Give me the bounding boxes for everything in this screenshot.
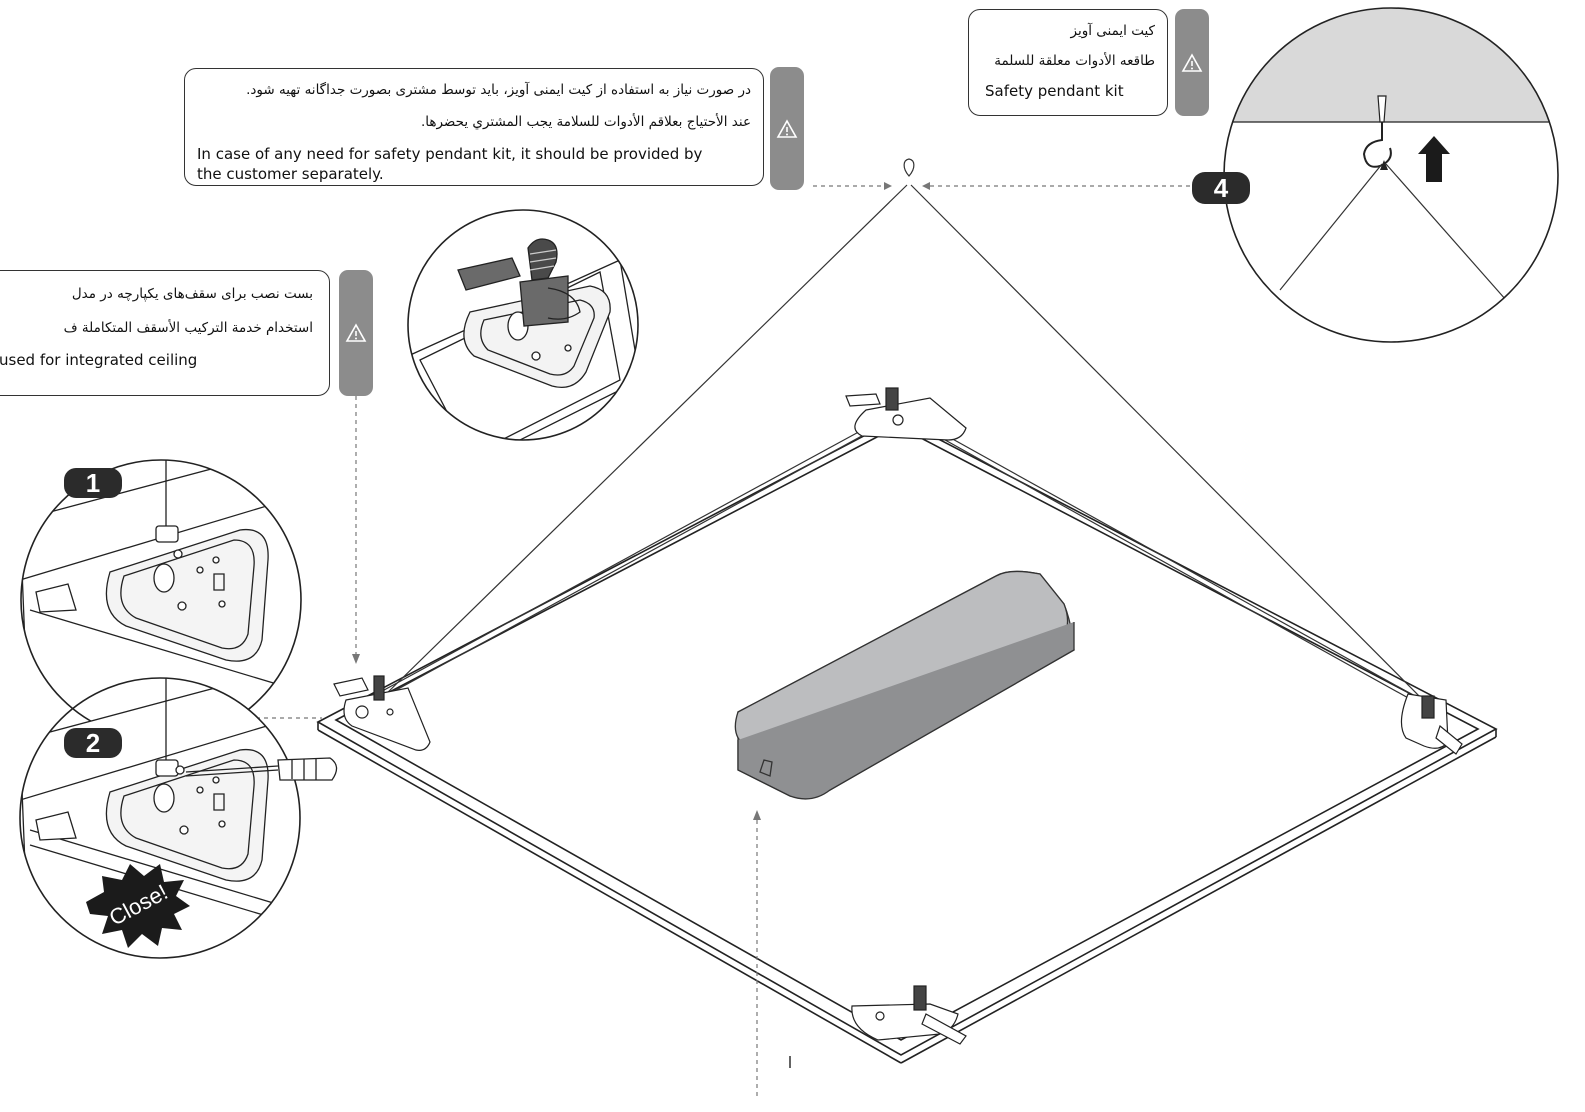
left-english: used for integrated ceiling — [0, 351, 198, 369]
arrow-up-icon — [1418, 136, 1450, 182]
kit-arabic: طاقعه الأدوات معلقة للسلمة — [994, 53, 1155, 69]
detail-circle-step-2 — [19, 677, 301, 959]
close-starburst-icon: Close! — [86, 864, 190, 948]
step-badge-4: 4 — [1192, 172, 1250, 204]
callout-top-english-2: the customer separately. — [197, 165, 384, 183]
svg-text:2: 2 — [86, 728, 100, 758]
callout-safety-pendant-kit: کیت ایمنی آویز طاقعه الأدوات معلقة للسلم… — [968, 9, 1168, 116]
leader-lines — [248, 185, 1190, 1100]
warning-tab-top — [770, 67, 804, 190]
suspension-wires — [374, 158, 1437, 714]
kit-english: Safety pendant kit — [985, 82, 1124, 100]
detail-circle-step-1 — [20, 459, 302, 741]
callout-top-english-1: In case of any need for safety pendant k… — [197, 145, 703, 163]
callout-integrated-ceiling: بست نصب برای سقف‌های یکپارچه در مدل استخ… — [0, 270, 330, 396]
corner-bracket-right — [1400, 693, 1463, 755]
warning-tab-kit — [1175, 9, 1209, 116]
warning-triangle-icon — [776, 118, 798, 138]
corner-bracket-left — [333, 675, 431, 751]
svg-text:1: 1 — [86, 468, 100, 498]
leader-arrowheads — [352, 182, 930, 820]
detail-circle-bracket-zoom — [407, 209, 639, 441]
led-driver-box — [734, 570, 1075, 800]
callout-top-arabic: عند الأحتياج بعلاقم الأدوات للسلامة يجب … — [420, 114, 751, 130]
step-badge-2: 2 — [64, 728, 122, 758]
kit-persian: کیت ایمنی آویز — [1070, 23, 1155, 39]
warning-tab-left — [339, 270, 373, 396]
screwdriver-icon — [185, 757, 338, 781]
corner-bracket-top — [845, 387, 967, 441]
detail-circle-step-4 — [1223, 7, 1559, 343]
step-badge-1: 1 — [64, 468, 122, 498]
callout-top-persian: در صورت نیاز به استفاده از کیت ایمنی آوی… — [246, 82, 751, 98]
svg-text:4: 4 — [1214, 173, 1229, 203]
left-arabic: استخدام خدمة التركيب الأسقف المتكاملة ف — [63, 320, 313, 336]
warning-triangle-icon — [345, 323, 367, 342]
warning-triangle-icon — [1181, 52, 1203, 72]
callout-customer-provides-kit: در صورت نیاز به استفاده از کیت ایمنی آوی… — [184, 68, 764, 186]
left-persian: بست نصب برای سقف‌های یکپارچه در مدل — [71, 286, 313, 302]
corner-bracket-bottom — [851, 985, 967, 1045]
